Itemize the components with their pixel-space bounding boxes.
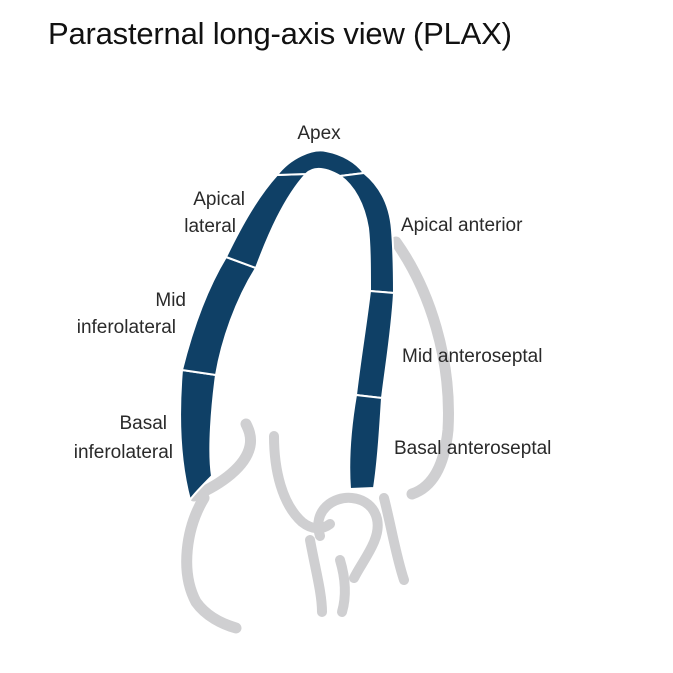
rv-free-wall bbox=[390, 236, 454, 500]
label-apex: Apex bbox=[297, 123, 341, 144]
aortic-valve-bulb bbox=[313, 492, 383, 583]
segment-basal-anteroseptal bbox=[348, 394, 383, 490]
label-mid-anteroseptal: Mid anteroseptal bbox=[402, 346, 542, 367]
left-atrium-wall bbox=[181, 492, 242, 634]
label-basal-inferolateral-line2: inferolateral bbox=[74, 442, 173, 463]
aortic-wall-lower bbox=[305, 535, 327, 617]
segment-mid-anteroseptal bbox=[355, 290, 395, 399]
anatomy-outline bbox=[181, 236, 454, 634]
label-apical-anterior: Apical anterior bbox=[401, 215, 523, 236]
label-mid-inferolateral-line2: inferolateral bbox=[77, 317, 176, 338]
segment-apical-lateral bbox=[225, 173, 307, 269]
segment-basal-inferolateral bbox=[179, 369, 217, 501]
segment-apex bbox=[276, 149, 365, 177]
segment-mid-inferolateral bbox=[181, 256, 257, 376]
label-basal-inferolateral-line1: Basal bbox=[119, 413, 167, 434]
lv-segments bbox=[179, 149, 395, 501]
segment-apical-anterior bbox=[339, 172, 395, 294]
aortic-wall-inner bbox=[335, 555, 350, 617]
label-mid-inferolateral-line1: Mid bbox=[155, 290, 186, 311]
label-apical-lateral-line2: lateral bbox=[184, 216, 236, 237]
mitral-leaflet-wall bbox=[188, 418, 256, 502]
diagram-title: Parasternal long-axis view (PLAX) bbox=[48, 16, 512, 51]
aortic-root-right bbox=[379, 493, 409, 585]
label-apical-lateral-line1: Apical bbox=[193, 189, 245, 210]
label-basal-anteroseptal: Basal anteroseptal bbox=[394, 438, 551, 459]
